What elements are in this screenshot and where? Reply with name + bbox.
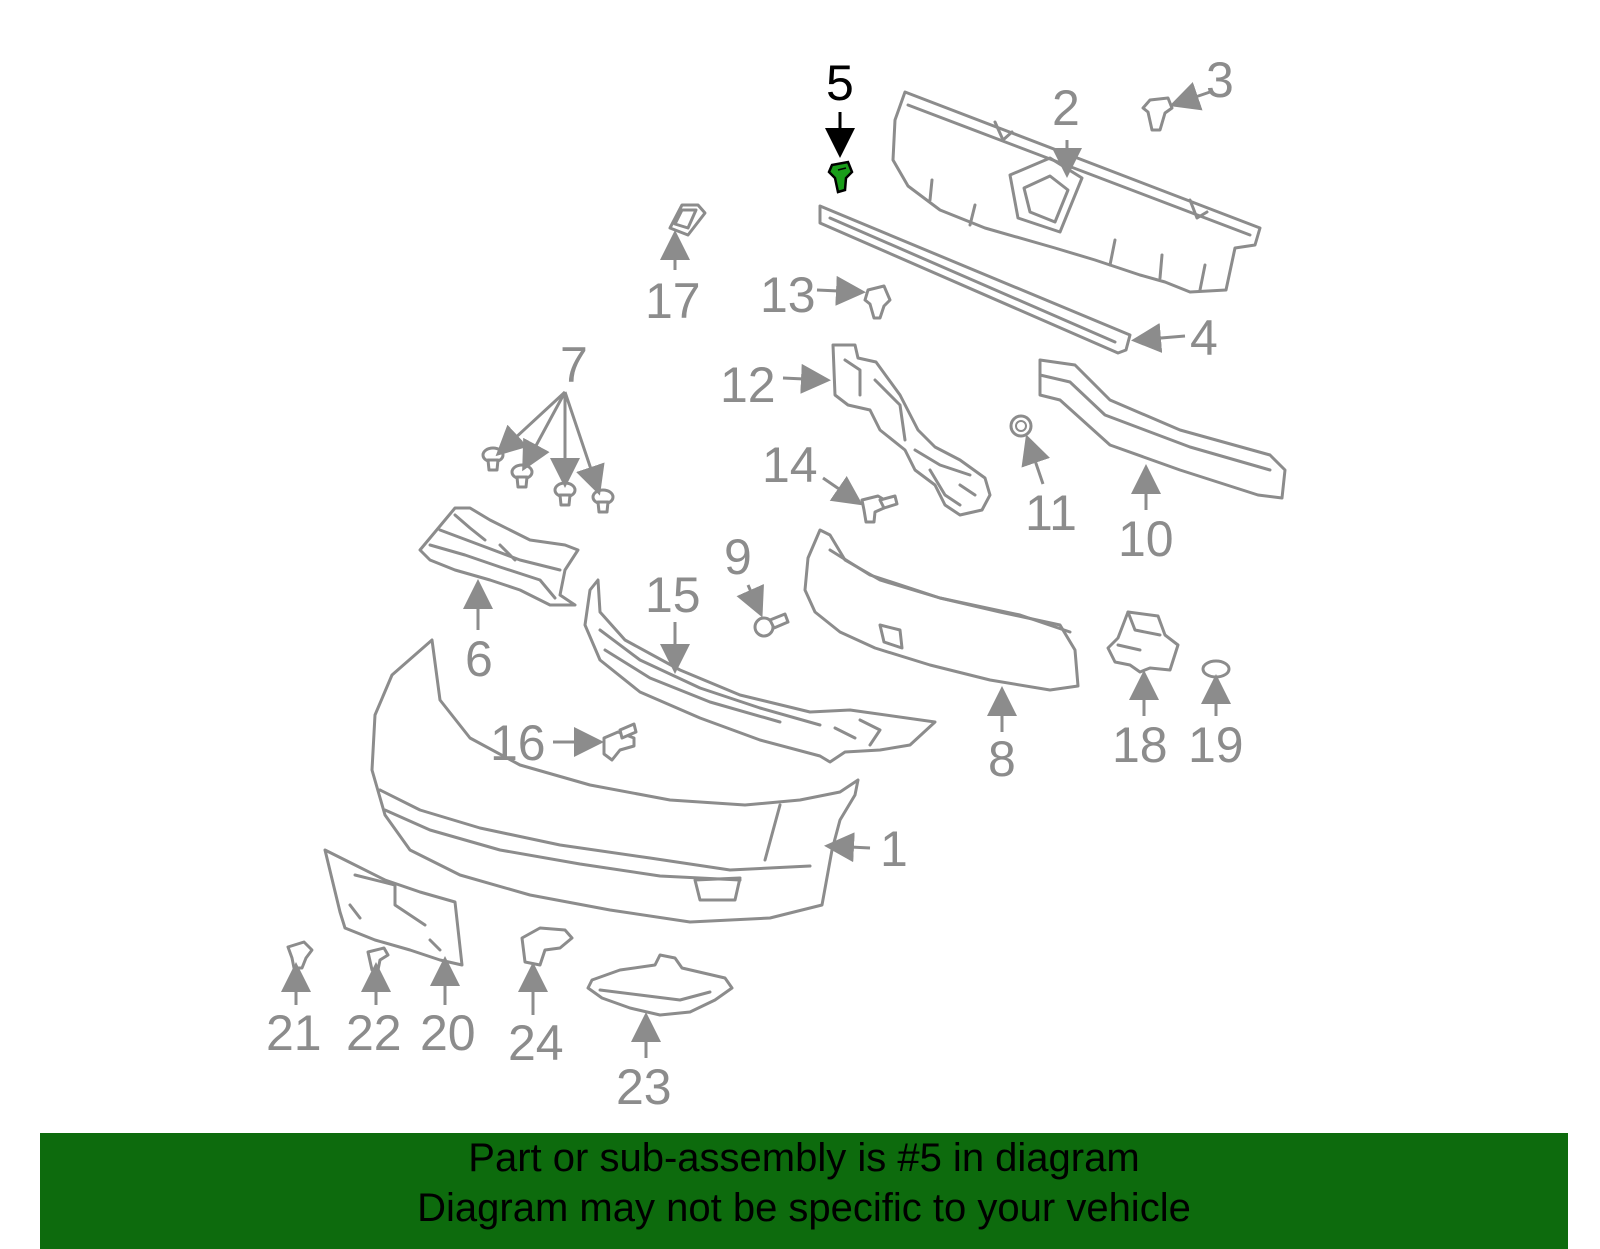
callout-1: 1 bbox=[880, 821, 908, 877]
callout-10: 10 bbox=[1118, 511, 1174, 567]
part-18-sensor[interactable] bbox=[1106, 610, 1180, 674]
part-4-strip[interactable] bbox=[818, 204, 1132, 355]
callout-13: 13 bbox=[760, 267, 816, 323]
callout-6: 6 bbox=[465, 631, 493, 687]
callout-9: 9 bbox=[724, 529, 752, 585]
part-3-clip[interactable] bbox=[1141, 96, 1174, 132]
callout-2: 2 bbox=[1052, 80, 1080, 136]
part-10-reinforcement[interactable] bbox=[1038, 358, 1287, 500]
callout-3: 3 bbox=[1206, 52, 1234, 108]
callout-labels: 1 2 3 4 5 6 7 8 9 10 11 12 13 14 15 16 1… bbox=[266, 52, 1244, 1115]
part-19-plug[interactable] bbox=[1201, 659, 1231, 679]
callout-21: 21 bbox=[266, 1005, 322, 1061]
part-9-clip[interactable] bbox=[753, 612, 790, 638]
part-21-screw[interactable] bbox=[286, 940, 314, 970]
callout-22: 22 bbox=[346, 1005, 402, 1061]
callout-17: 17 bbox=[645, 273, 701, 329]
callout-20: 20 bbox=[420, 1005, 476, 1061]
callout-24: 24 bbox=[508, 1015, 564, 1071]
part-14-clip[interactable] bbox=[860, 494, 899, 524]
part-23-bezel[interactable] bbox=[586, 953, 734, 1017]
callout-5-highlighted: 5 bbox=[826, 55, 854, 111]
callout-11: 11 bbox=[1025, 485, 1077, 541]
part-13-clip[interactable] bbox=[863, 284, 892, 320]
callout-7: 7 bbox=[560, 337, 588, 393]
part-15-absorber[interactable] bbox=[583, 578, 937, 764]
callout-12: 12 bbox=[720, 357, 776, 413]
callout-23: 23 bbox=[616, 1059, 672, 1115]
callout-8: 8 bbox=[988, 731, 1016, 787]
banner-line-disclaimer: Diagram may not be specific to your vehi… bbox=[417, 1186, 1191, 1230]
part-24-bulb[interactable] bbox=[520, 926, 574, 967]
banner-line-part-number: Part or sub-assembly is #5 in diagram bbox=[468, 1136, 1140, 1180]
leader-arrows bbox=[281, 82, 1231, 1058]
callout-16: 16 bbox=[490, 715, 546, 771]
part-5-fastener[interactable] bbox=[827, 160, 854, 194]
callout-14: 14 bbox=[762, 437, 818, 493]
callout-18: 18 bbox=[1112, 717, 1168, 773]
part-6-bracket[interactable] bbox=[418, 506, 580, 607]
callout-15: 15 bbox=[645, 567, 701, 623]
callout-4: 4 bbox=[1190, 310, 1218, 366]
part-12-bracket[interactable] bbox=[831, 343, 992, 517]
part-1-bumper-cover[interactable] bbox=[370, 638, 860, 924]
part-11-grommet[interactable] bbox=[1009, 414, 1033, 438]
part-17-bracket[interactable] bbox=[668, 203, 707, 237]
part-8-absorber[interactable] bbox=[803, 528, 1080, 692]
callout-19: 19 bbox=[1188, 717, 1244, 773]
info-banner: Part or sub-assembly is #5 in diagram Di… bbox=[40, 1133, 1568, 1249]
part-16-clip[interactable] bbox=[602, 722, 638, 762]
part-22-screw[interactable] bbox=[366, 946, 390, 972]
